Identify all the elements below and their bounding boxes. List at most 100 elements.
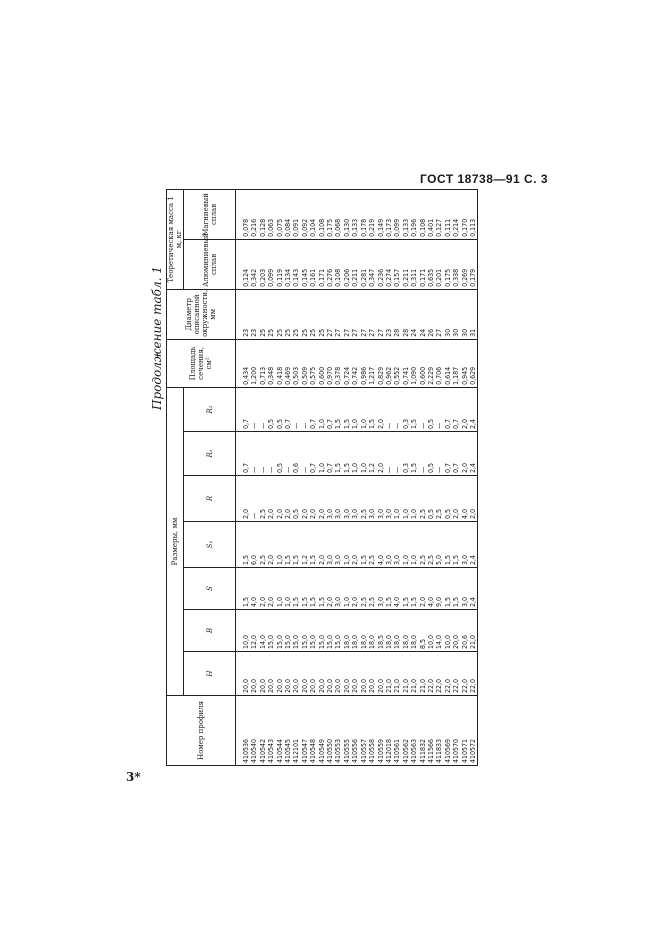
table-cell: 2,0 xyxy=(317,475,327,522)
table-cell: 0,347 xyxy=(368,239,377,290)
table-cell: 1,0 xyxy=(351,387,360,432)
table-cell: 0,3 xyxy=(401,431,411,476)
table-cell: 1,0 xyxy=(342,521,352,568)
table-cell: 22,0 xyxy=(426,651,436,696)
table-cell: 3,0 xyxy=(376,475,385,522)
table-cell: 1,0 xyxy=(351,431,360,476)
table-cell: 0,970 xyxy=(326,339,335,388)
table-cell: 0,196 xyxy=(410,189,419,240)
table-cell: 0,201 xyxy=(435,239,444,290)
table-cell: 0,092 xyxy=(300,189,310,240)
table-cell: 15,0 xyxy=(309,609,318,652)
table-cell: — xyxy=(435,387,444,432)
table-cell: 410536 xyxy=(235,695,251,766)
table-cell: 2,0 xyxy=(376,431,385,476)
table-cell: 14,0 xyxy=(435,609,444,652)
table-cell: — xyxy=(384,387,394,432)
table-cell: 0,078 xyxy=(235,189,251,240)
table-cell: — xyxy=(267,431,276,476)
table-cell: 27 xyxy=(435,289,444,340)
table-cell: 28 xyxy=(401,289,411,340)
table-cell: — xyxy=(250,387,259,432)
table-cell: 1,5 xyxy=(443,567,453,610)
table-cell: 1,2 xyxy=(368,431,377,476)
table-cell: 15,0 xyxy=(326,609,335,652)
table-cell: 0,7 xyxy=(235,387,251,432)
col-area-header: Площадь сечения, см² xyxy=(166,339,236,388)
table-cell: 20,0 xyxy=(284,651,293,696)
table-cell: 9,0 xyxy=(435,567,444,610)
table-cell: 411832 xyxy=(418,695,427,766)
table-cell: 2,5 xyxy=(418,521,427,568)
table-cell: 410558 xyxy=(368,695,377,766)
table-cell: 410549 xyxy=(317,695,327,766)
table-cell: 14,0 xyxy=(258,609,268,652)
table-cell: 0,418 xyxy=(275,339,285,388)
table-cell: 0,5 xyxy=(426,387,436,432)
table-cell: 20,6 xyxy=(460,609,469,652)
table-cell: 0,6 xyxy=(292,431,301,476)
table-cell: 0,281 xyxy=(359,239,369,290)
table-cell: 0,945 xyxy=(460,339,469,388)
table-cell: 0,635 xyxy=(426,239,436,290)
table-cell: 20,0 xyxy=(368,651,377,696)
table-cell: 1,0 xyxy=(401,475,411,522)
table-cell: 0,108 xyxy=(418,189,427,240)
table-cell: 0,3 xyxy=(401,387,411,432)
table-cell: 25 xyxy=(309,289,318,340)
table-cell: 1,0 xyxy=(359,387,369,432)
table-cell: 15,0 xyxy=(267,609,276,652)
table-cell: 2,5 xyxy=(368,567,377,610)
table-cell: 1,0 xyxy=(410,521,419,568)
table-cell: 2,0 xyxy=(418,567,427,610)
col-profile-header: Номер профиля xyxy=(166,695,236,766)
table-cell: 3,0 xyxy=(393,521,402,568)
table-cell: 0,171 xyxy=(317,239,327,290)
table-cell: 0,161 xyxy=(309,239,318,290)
table-cell: 1,0 xyxy=(401,521,411,568)
table-cell: 412101 xyxy=(292,695,301,766)
table-cell: — xyxy=(435,431,444,476)
table-cell: 25 xyxy=(258,289,268,340)
table-cell: 0,5 xyxy=(267,387,276,432)
table-cell: 2,0 xyxy=(235,475,251,522)
table-cell: 2,5 xyxy=(258,475,268,522)
table-cell: 3,0 xyxy=(384,521,394,568)
table-cell: 10,0 xyxy=(426,609,436,652)
table-cell: 0,124 xyxy=(235,239,251,290)
table-cell: 0,108 xyxy=(334,239,343,290)
table-cell: 23 xyxy=(384,289,394,340)
table-cell: 0,629 xyxy=(468,339,478,388)
table-cell: 0,276 xyxy=(326,239,335,290)
table-cell: 3,0 xyxy=(460,521,469,568)
table-cell: 26 xyxy=(426,289,436,340)
table-cell: 27 xyxy=(368,289,377,340)
table-cell: — xyxy=(250,475,259,522)
table-cell: 0,7 xyxy=(284,387,293,432)
table-cell: 0,713 xyxy=(258,339,268,388)
table-cell: 0,203 xyxy=(258,239,268,290)
table-cell: 1,5 xyxy=(292,521,301,568)
table-cell: 15,0 xyxy=(292,609,301,652)
table-cell: 0,113 xyxy=(468,189,478,240)
table-cell: 0,099 xyxy=(393,189,402,240)
table-cell: 1,217 xyxy=(368,339,377,388)
col-R1-header: R₁ xyxy=(183,431,236,476)
table-cell: 27 xyxy=(334,289,343,340)
table-cell: 0,171 xyxy=(418,239,427,290)
table-cell: 1,5 xyxy=(292,567,301,610)
table-cell: 12,0 xyxy=(250,609,259,652)
table-cell: 27 xyxy=(326,289,335,340)
table-cell: 2,0 xyxy=(309,475,318,522)
